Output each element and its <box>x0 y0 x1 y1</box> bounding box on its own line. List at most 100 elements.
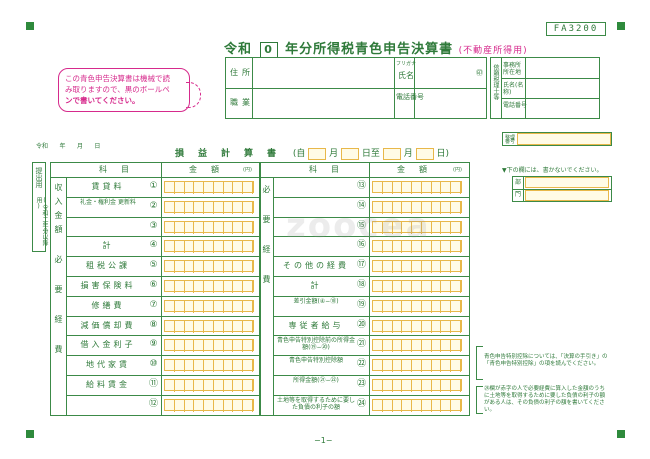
row-number-l-7: ⑦ <box>149 299 158 310</box>
amount-field-r-3[interactable] <box>372 220 462 234</box>
row-label-l-5: 租税公課 <box>86 261 130 271</box>
digit-cell <box>175 261 185 274</box>
office-use-label-b: 門 <box>515 191 522 198</box>
amount-field-l-9[interactable] <box>164 339 254 353</box>
digit-cell <box>204 221 214 234</box>
amount-field-l-2[interactable] <box>164 200 254 214</box>
digit-cell <box>233 399 244 412</box>
office-name-field[interactable] <box>527 80 597 96</box>
year-box[interactable]: 0 <box>259 41 278 58</box>
row-number-r-12: ㉔ <box>357 398 367 409</box>
office-use-field-a[interactable] <box>525 177 609 188</box>
digit-cell <box>441 261 452 274</box>
digit-cell <box>383 201 393 214</box>
digit-cell <box>412 320 422 333</box>
amount-field-l-8[interactable] <box>164 319 254 333</box>
row-number-r-1: ⑬ <box>357 181 367 191</box>
digit-cell <box>383 182 393 194</box>
amount-field-l-6[interactable] <box>164 280 254 293</box>
phone-field[interactable] <box>416 90 486 116</box>
amount-field-l-1[interactable] <box>164 181 254 194</box>
digit-cell <box>243 340 254 353</box>
amount-field-r-1[interactable] <box>372 181 462 194</box>
amount-field-r-6[interactable] <box>372 280 462 293</box>
digit-cell <box>451 399 462 412</box>
amount-field-l-7[interactable] <box>164 299 254 313</box>
digit-cell <box>373 221 383 234</box>
amount-field-l-12[interactable] <box>164 398 254 412</box>
digit-cell <box>243 201 254 214</box>
statement-month2: 月 <box>403 149 413 159</box>
from-month-field[interactable] <box>308 147 327 160</box>
amount-field-l-5[interactable] <box>164 260 254 274</box>
statement-day-close: 日) <box>436 149 449 159</box>
digit-cell <box>432 281 442 293</box>
digit-cell <box>373 182 383 194</box>
digit-cell <box>383 380 393 392</box>
digit-cell <box>224 241 234 254</box>
digit-cell <box>383 399 393 412</box>
job-field[interactable] <box>254 90 392 116</box>
amount-field-l-3[interactable] <box>164 220 254 234</box>
notice-line-1: この青色申告決算書は機械で読 <box>65 74 170 83</box>
reference-number-field[interactable] <box>517 133 611 145</box>
digit-cell <box>233 320 244 333</box>
bracket-note1 <box>476 346 483 380</box>
row-number-l-1: ① <box>149 181 158 191</box>
statement-title: 損益計算書 <box>175 149 291 159</box>
digit-cell <box>402 340 413 353</box>
from-day-field[interactable] <box>341 147 360 160</box>
digit-cell <box>185 281 195 293</box>
amount-field-l-10[interactable] <box>164 359 254 373</box>
digit-cell <box>393 320 403 333</box>
digit-cell <box>194 281 205 293</box>
amount-field-r-11[interactable] <box>372 379 462 392</box>
digit-cell <box>233 340 244 353</box>
statement-from: (自 <box>292 149 306 159</box>
to-day-field[interactable] <box>415 147 434 160</box>
office-phone-field[interactable] <box>527 100 597 116</box>
row-label-r-9: 青色申告特別控除前の所得金額(⑲−⑳) <box>277 337 356 352</box>
date-day: 日 <box>94 143 101 150</box>
digit-cell <box>194 320 205 333</box>
amount-field-r-7[interactable] <box>372 299 462 313</box>
digit-cell <box>402 241 413 254</box>
office-address-field[interactable] <box>527 60 597 76</box>
row-number-r-11: ㉓ <box>357 379 367 389</box>
address-field[interactable] <box>254 60 392 86</box>
digit-cell <box>185 241 195 254</box>
amount-field-r-2[interactable] <box>372 200 462 214</box>
amount-field-l-11[interactable] <box>164 379 254 392</box>
amount-field-r-10[interactable] <box>372 359 462 373</box>
digit-cell <box>243 399 254 412</box>
amount-field-r-4[interactable] <box>372 240 462 254</box>
amount-field-r-9[interactable] <box>372 339 462 353</box>
digit-cell <box>194 201 205 214</box>
amount-field-r-8[interactable] <box>372 319 462 333</box>
amount-field-r-5[interactable] <box>372 260 462 274</box>
amount-field-r-12[interactable] <box>372 398 462 412</box>
digit-cell <box>165 281 175 293</box>
statement-title-row: 損益計算書 (自 月 日至 月 日) <box>175 146 449 160</box>
amount-field-l-4[interactable] <box>164 240 254 254</box>
digit-cell <box>393 300 403 313</box>
row-number-r-7: ⑲ <box>357 299 367 310</box>
digit-cell <box>402 182 413 194</box>
digit-cell <box>185 201 195 214</box>
office-use-field-b[interactable] <box>525 190 609 201</box>
digit-cell <box>204 320 214 333</box>
digit-cell <box>165 320 175 333</box>
digit-cell <box>194 360 205 373</box>
digit-cell <box>402 201 413 214</box>
row-label-l-1: 賃貸料 <box>91 182 125 191</box>
digit-cell <box>204 360 214 373</box>
to-month-field[interactable] <box>382 147 401 160</box>
digit-cell <box>383 241 393 254</box>
digit-cell <box>194 399 205 412</box>
registration-mark-top-left <box>26 22 34 30</box>
row-label-r-11: 所得金額(㉑−㉒) <box>293 377 339 384</box>
digit-cell <box>432 380 442 392</box>
digit-cell <box>422 360 432 373</box>
digit-cell <box>441 300 452 313</box>
furigana-label: フリガナ <box>396 61 417 67</box>
